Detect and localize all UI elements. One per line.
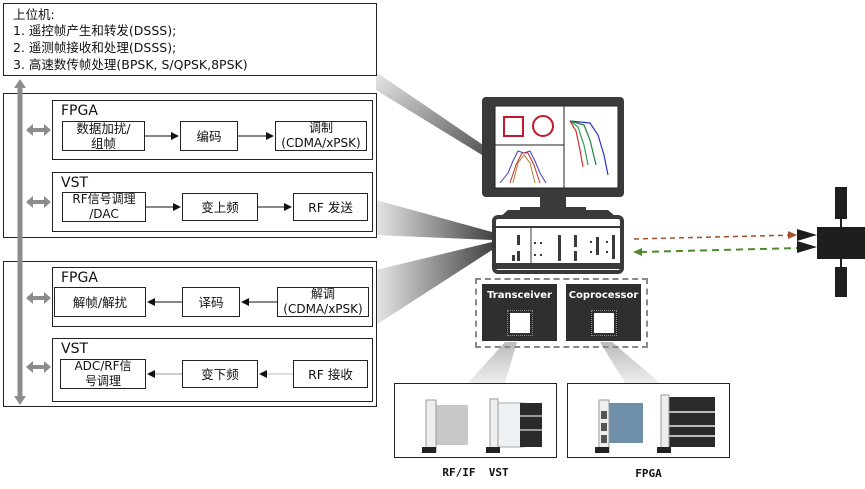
tx-fpga-title: FPGA	[61, 103, 98, 119]
host-box: 上位机: 1. 遥控帧产生和转发(DSSS); 2. 遥测帧接收和处理(DSSS…	[3, 3, 377, 76]
transceiver-card: Transceiver	[482, 284, 557, 341]
chip-icon	[507, 310, 533, 336]
vst-product-label: RF/IF VST	[442, 466, 509, 479]
scramble-frame-node: 数据加扰/ 组帧	[62, 121, 145, 151]
rx-fpga-title: FPGA	[61, 270, 98, 286]
beam-host	[376, 72, 486, 155]
rf-conditioning-dac-node: RF信号调理 /DAC	[62, 192, 146, 222]
fpga-product-label: FPGA	[635, 467, 662, 480]
transceiver-label: Transceiver	[487, 290, 552, 301]
host-title: 上位机:	[13, 7, 55, 22]
vst-module-images	[422, 398, 542, 453]
downconvert-node: 变下频	[182, 360, 258, 388]
beam-rx	[376, 242, 492, 325]
coprocessor-label: Coprocessor	[568, 290, 639, 301]
beam-tx	[376, 200, 492, 240]
coprocessor-card: Coprocessor	[566, 284, 641, 341]
pc-workstation-icon	[482, 97, 624, 274]
beam-vst-card	[468, 342, 517, 383]
satellite-icon	[797, 187, 865, 297]
hardware-container	[475, 278, 648, 348]
upconvert-node: 变上频	[182, 193, 258, 221]
decode-node: 译码	[182, 287, 240, 317]
chip-icon	[591, 310, 617, 336]
beam-fpga-card	[600, 342, 660, 383]
tx-vst-title: VST	[61, 175, 89, 191]
demodulate-node: 解调 (CDMA/xPSK)	[277, 287, 369, 317]
rx-vst-title: VST	[61, 341, 89, 357]
rf-receive-node: RF 接收	[293, 360, 368, 388]
fpga-module-images	[595, 394, 715, 453]
modulate-node: 调制 (CDMA/xPSK)	[275, 121, 367, 151]
adc-rf-conditioning-node: ADC/RF信 号调理	[60, 359, 146, 389]
rf-transmit-node: RF 发送	[293, 193, 368, 221]
host-item: 2. 遥测帧接收和处理(DSSS);	[13, 40, 177, 55]
host-item: 3. 高速数传帧处理(BPSK, S/QPSK,8PSK)	[13, 57, 248, 72]
host-item: 1. 遥控帧产生和转发(DSSS);	[13, 23, 177, 38]
encode-node: 编码	[180, 121, 238, 151]
deframe-descramble-node: 解帧/解扰	[54, 287, 146, 317]
